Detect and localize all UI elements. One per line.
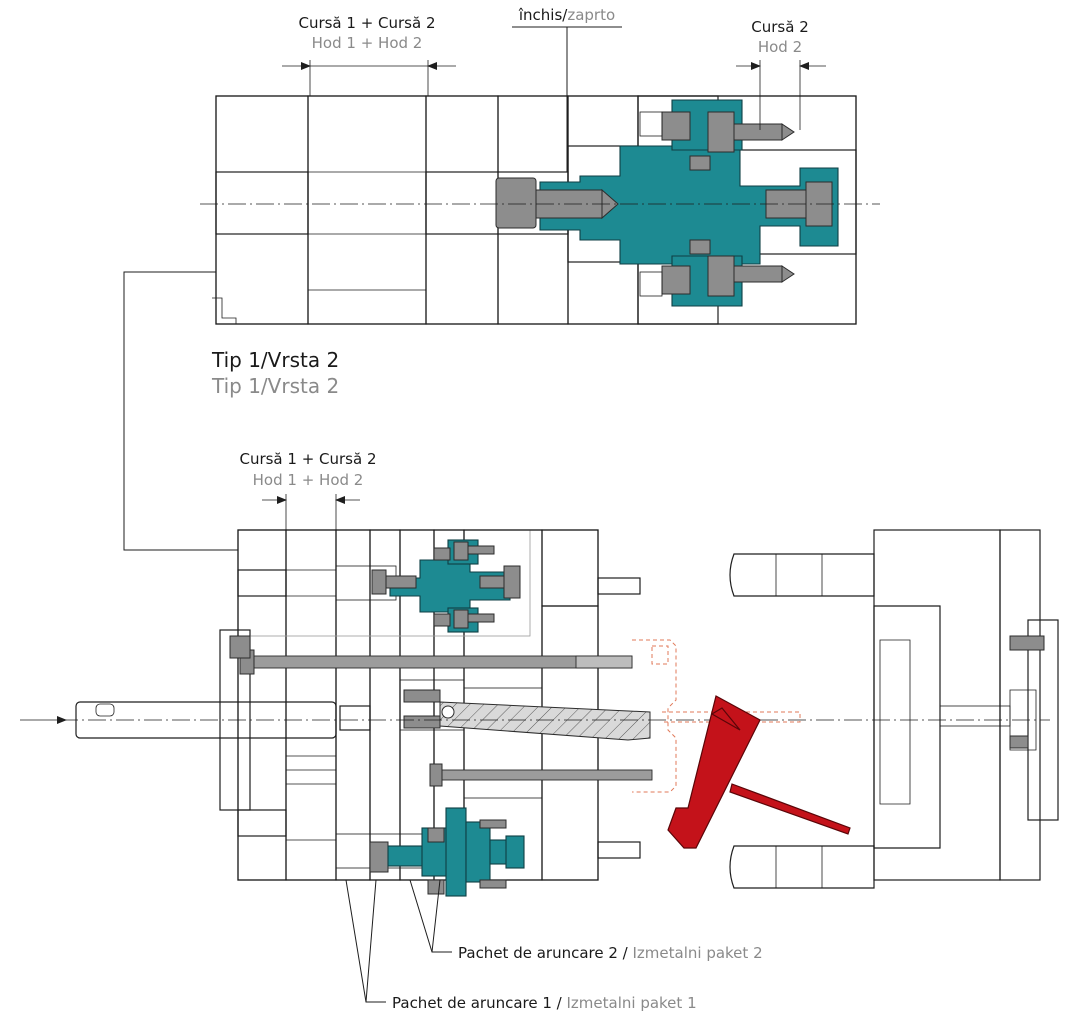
top-stroke-label: Cursă 1 + Cursă 2 [298, 14, 435, 32]
molded-part-body [667, 695, 761, 849]
top-stroke-dimension [282, 60, 456, 96]
latch-bottom-large [369, 807, 525, 897]
ejector-package-leaders [345, 879, 452, 1003]
mid-stroke-label: Cursă 1 + Cursă 2 [239, 450, 376, 468]
closed-label: închis/zaprto [518, 6, 615, 24]
core-plate [541, 605, 599, 881]
detail-clamp-plate [215, 95, 309, 325]
ejector-package-1-label: Pachet de aruncare 1 / Izmetalni paket 1 [392, 994, 697, 1012]
cavity-plate [873, 529, 1001, 881]
detail-view-closed [200, 95, 880, 325]
type-label-sub: Tip 1/Vrsta 2 [211, 374, 339, 398]
mid-stroke-dimension [262, 494, 360, 530]
detail-connector-line [123, 271, 238, 551]
detail-latch-body [539, 145, 839, 265]
mid-stroke-label-sub: Hod 1 + Hod 2 [253, 471, 364, 489]
injection-clamp-plate [999, 529, 1041, 881]
ejector-package-1-plate-a [335, 529, 371, 881]
stroke2-label-sub: Hod 2 [758, 38, 802, 56]
injection-side-mould [729, 529, 1059, 889]
ejector-package-2-label: Pachet de aruncare 2 / Izmetalni paket 2 [458, 944, 763, 962]
latch-top-small [371, 539, 521, 633]
clamp-plate [237, 529, 287, 881]
type-label: Tip 1/Vrsta 2 [211, 348, 339, 372]
detail-center-bolt [495, 177, 537, 229]
detail-ejector-plate-1 [425, 95, 499, 325]
top-stroke-label-sub: Hod 1 + Hod 2 [312, 34, 423, 52]
stroke2-label: Cursă 2 [751, 18, 808, 36]
molded-part [667, 695, 851, 849]
stroke2-dimension [736, 60, 826, 130]
ejector-pins [229, 635, 653, 787]
angled-lifter [339, 689, 651, 741]
